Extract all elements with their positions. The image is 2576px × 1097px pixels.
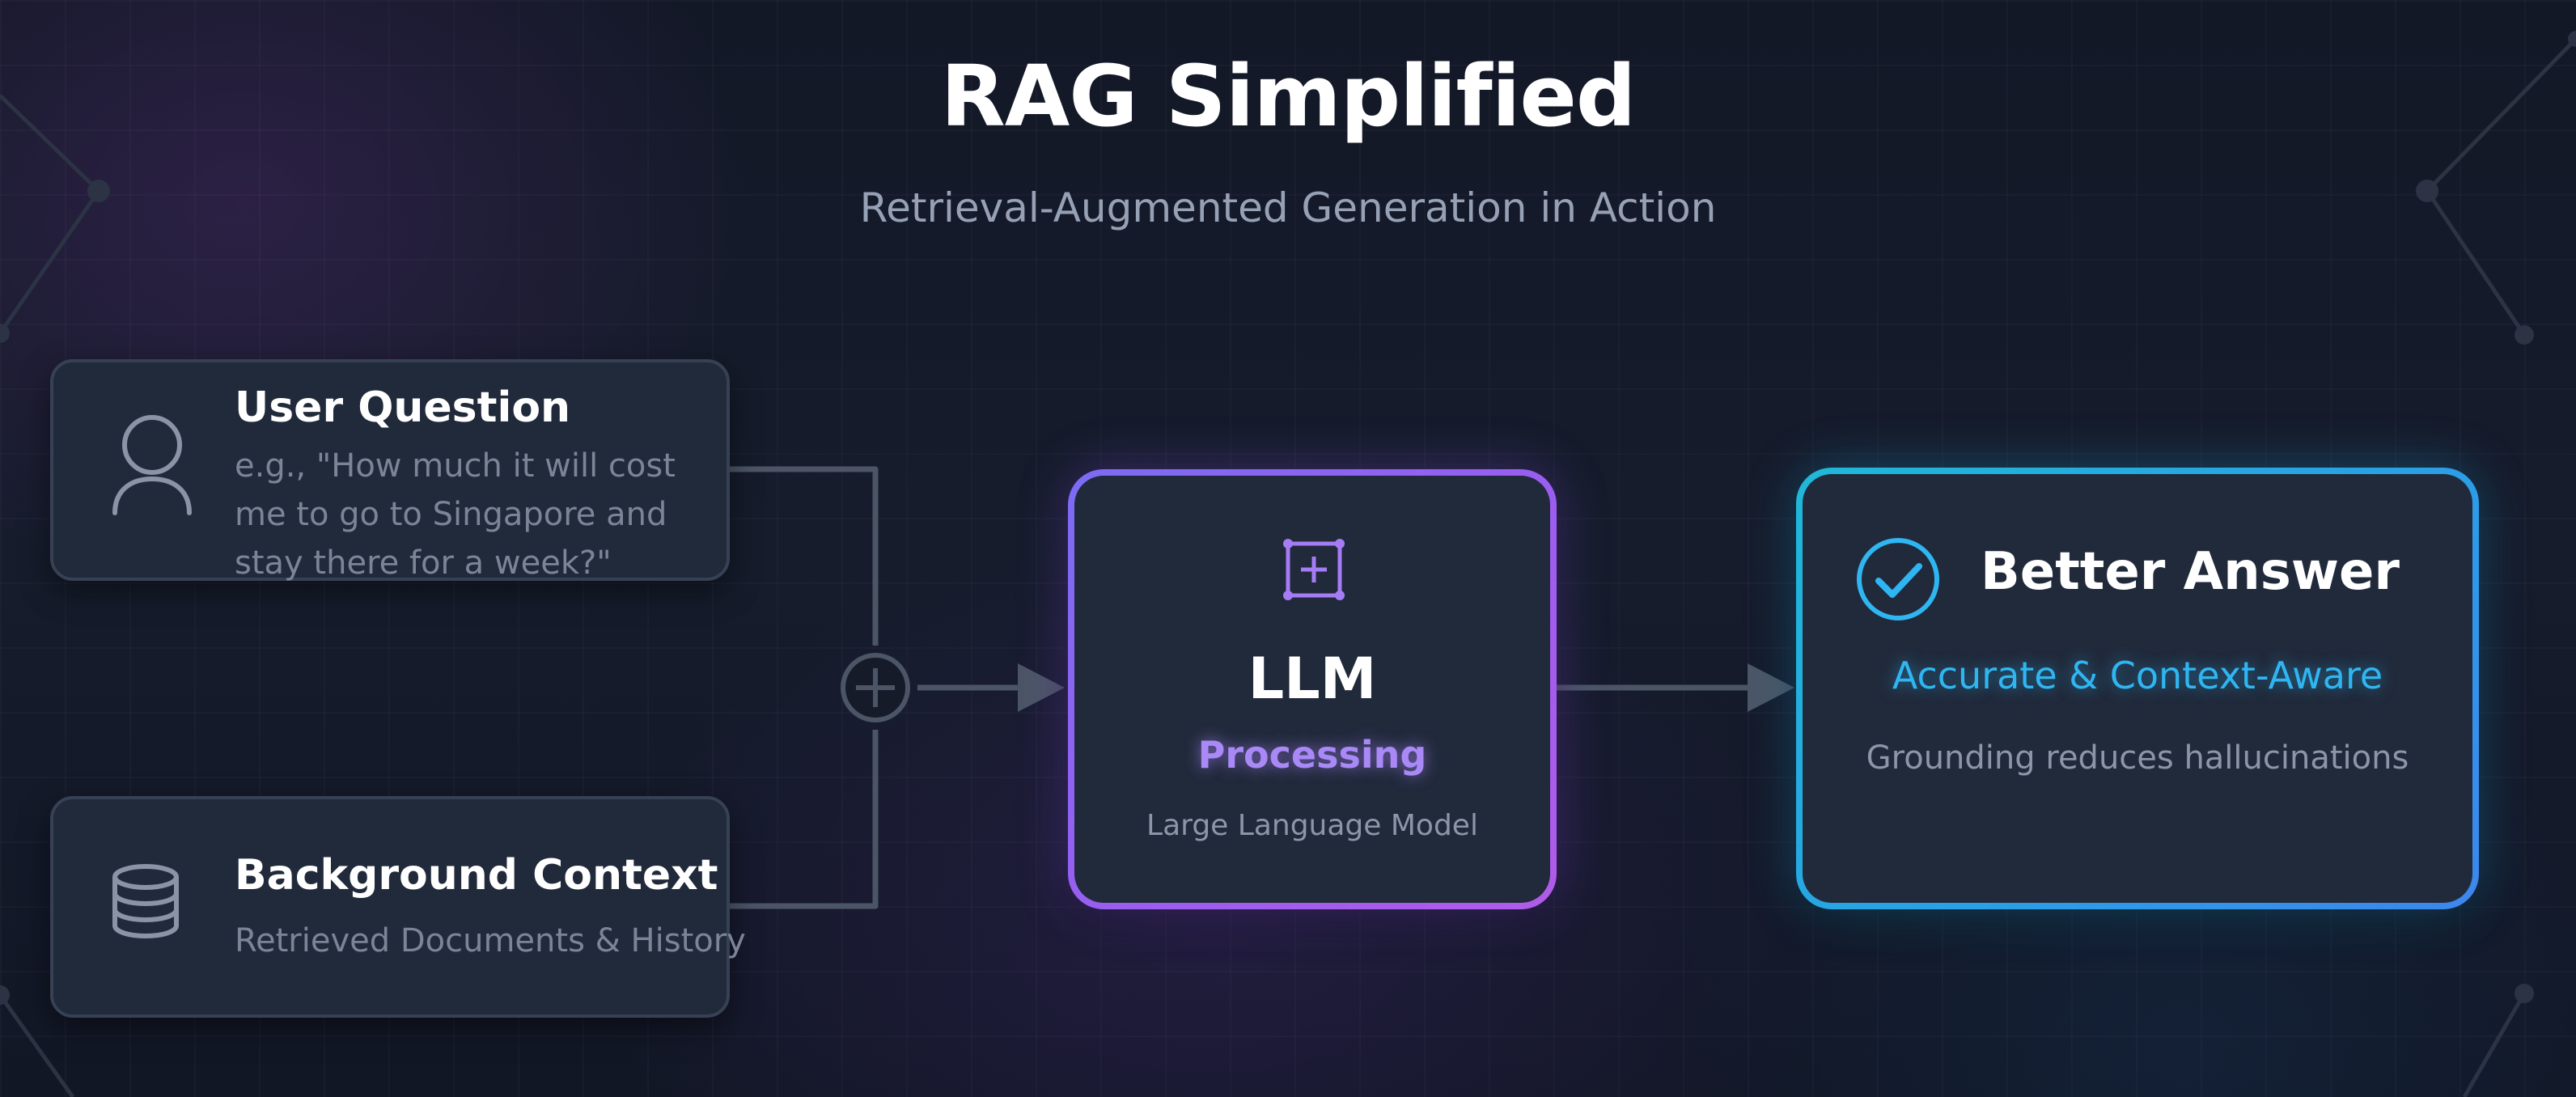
- llm-status: Processing: [1197, 733, 1427, 777]
- better-answer-card: Better Answer Accurate & Context-Aware G…: [1796, 468, 2479, 909]
- llm-description: Large Language Model: [1146, 809, 1478, 842]
- llm-title: LLM: [1248, 646, 1377, 712]
- better-answer-description: Grounding reduces hallucinations: [1866, 739, 2409, 777]
- background-context-card: Background Context Retrieved Documents &…: [50, 796, 746, 1018]
- background-context-title: Background Context: [235, 851, 718, 900]
- page-title: RAG Simplified: [940, 47, 1637, 146]
- check-circle-icon: [1857, 538, 1939, 621]
- better-answer-highlight: Accurate & Context-Aware: [1892, 654, 2383, 697]
- user-icon: [112, 415, 192, 515]
- plus-circle-icon: [841, 653, 910, 722]
- user-question-card: User Question e.g., "How much it will co…: [50, 359, 730, 582]
- connector-user-to-merge: [730, 466, 879, 646]
- better-answer-title: Better Answer: [1981, 542, 2400, 602]
- database-icon: [112, 864, 179, 938]
- user-question-title: User Question: [235, 383, 571, 432]
- arrowhead-to-llm: [1018, 663, 1065, 712]
- background-context-description: Retrieved Documents & History: [235, 922, 746, 959]
- page-subtitle: Retrieval-Augmented Generation in Action: [859, 184, 1717, 231]
- connector-context-to-merge: [730, 730, 879, 909]
- user-question-example: e.g., "How much it will cost me to go to…: [235, 447, 676, 582]
- arrowhead-to-answer: [1748, 663, 1794, 712]
- llm-card: LLM Processing Large Language Model: [1068, 469, 1557, 909]
- model-node-icon: [1283, 539, 1345, 600]
